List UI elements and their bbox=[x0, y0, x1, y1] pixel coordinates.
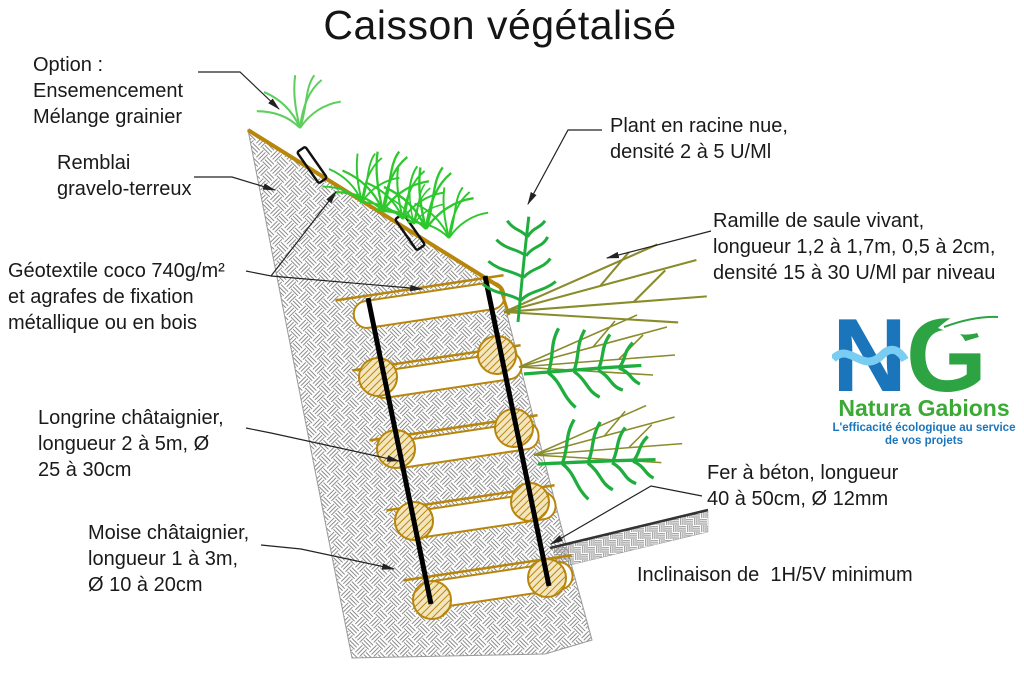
logo-tagline: de vos projets bbox=[885, 435, 963, 447]
label-line: 25 à 30cm bbox=[38, 459, 132, 481]
longrine-log-section bbox=[358, 357, 398, 397]
label-line: densité 15 à 30 U/Ml par niveau bbox=[713, 262, 996, 284]
logo-tagline: L'efficacité écologique au service bbox=[833, 422, 1016, 434]
label-line: Longrine châtaignier, bbox=[38, 407, 224, 429]
label-line: Ø 10 à 20cm bbox=[88, 574, 203, 596]
label-line: gravelo-terreux bbox=[57, 178, 192, 200]
label-inclinaison: Inclinaison de 1H/5V minimum bbox=[637, 564, 913, 586]
leader-plant bbox=[527, 129, 602, 205]
label-line: Mélange grainier bbox=[33, 106, 182, 128]
steel-rod bbox=[482, 275, 552, 587]
leader-longrine bbox=[245, 427, 401, 462]
label-line: Moise châtaignier, bbox=[88, 522, 250, 544]
label-moise: Moise châtaignier, longueur 1 à 3m, Ø 10… bbox=[88, 520, 249, 598]
geotextile-slope-line bbox=[246, 128, 502, 289]
label-line: Géotextile coco 740g/m² bbox=[8, 260, 225, 282]
logo-name: Natura Gabions bbox=[838, 395, 1009, 421]
leader-remblai bbox=[194, 176, 277, 191]
label-geotextile: Géotextile coco 740g/m² et agrafes de fi… bbox=[8, 258, 225, 336]
label-line: Ensemencement bbox=[33, 80, 184, 102]
leader-ramille bbox=[605, 230, 712, 259]
label-line: Option : bbox=[33, 54, 104, 76]
label-line: métallique ou en bois bbox=[8, 312, 198, 334]
logo-wave-icon bbox=[832, 345, 909, 366]
label-line: longueur 1,2 à 1,7m, 0,5 à 2cm, bbox=[713, 236, 996, 258]
label-line: et agrafes de fixation bbox=[8, 286, 194, 308]
label-line: longueur 1 à 3m, bbox=[88, 548, 239, 570]
willow-branch-fan bbox=[518, 314, 676, 376]
label-line: 40 à 50cm, Ø 12mm bbox=[707, 488, 889, 510]
label-line: Fer à béton, longueur bbox=[707, 462, 899, 484]
label-fer: Fer à béton, longueur 40 à 50cm, Ø 12mm bbox=[707, 460, 898, 512]
leader-geotextile-lower bbox=[270, 275, 424, 292]
steel-rod bbox=[365, 297, 434, 605]
ground-strip bbox=[551, 510, 709, 569]
page-title: Caisson végétalisé bbox=[323, 2, 677, 48]
label-ramille: Ramille de saule vivant, longueur 1,2 à … bbox=[713, 208, 995, 286]
leader-option bbox=[198, 71, 280, 110]
label-line: Remblai bbox=[57, 152, 131, 174]
leader-fer bbox=[550, 485, 703, 545]
label-plant: Plant en racine nue, densité 2 à 5 U/Ml bbox=[610, 113, 788, 165]
grass-tuft bbox=[255, 74, 342, 130]
logo-leaf-vein bbox=[943, 315, 999, 328]
label-option: Option : Ensemencement Mélange grainier bbox=[33, 52, 183, 130]
leader-moise bbox=[260, 544, 396, 570]
willow-branch-fan bbox=[502, 243, 708, 324]
label-line: Ramille de saule vivant, bbox=[713, 210, 925, 232]
willow-branch-fan bbox=[533, 404, 683, 464]
label-line: longueur 2 à 5m, Ø bbox=[38, 433, 210, 455]
label-line: Plant en racine nue, bbox=[610, 115, 788, 137]
staple-icon bbox=[296, 146, 328, 184]
label-remblai: Remblai gravelo-terreux bbox=[57, 150, 192, 202]
label-line: densité 2 à 5 U/Ml bbox=[610, 141, 772, 163]
natura-gabions-logo: N G Natura Gabions L'efficacité écologiq… bbox=[832, 303, 1016, 447]
ground-surface-line bbox=[549, 508, 709, 550]
label-longrine: Longrine châtaignier, longueur 2 à 5m, Ø… bbox=[38, 405, 224, 483]
